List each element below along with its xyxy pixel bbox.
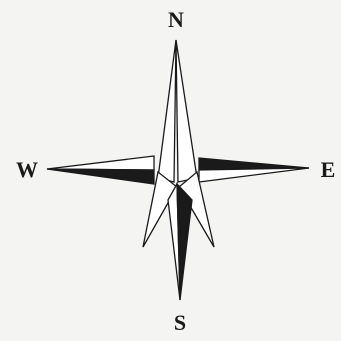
south-label: S: [174, 310, 186, 335]
west-arm-dark-half: [47, 169, 154, 184]
north-arm-right-half: [176, 40, 197, 182]
east-arm-light-half: [199, 168, 309, 182]
west-label: W: [16, 157, 38, 182]
north-label: N: [168, 7, 184, 32]
north-arm-left-half: [158, 40, 176, 182]
south-arm-dark-half: [177, 184, 192, 300]
west-arm-light-half: [47, 156, 154, 170]
east-label: E: [321, 157, 336, 182]
